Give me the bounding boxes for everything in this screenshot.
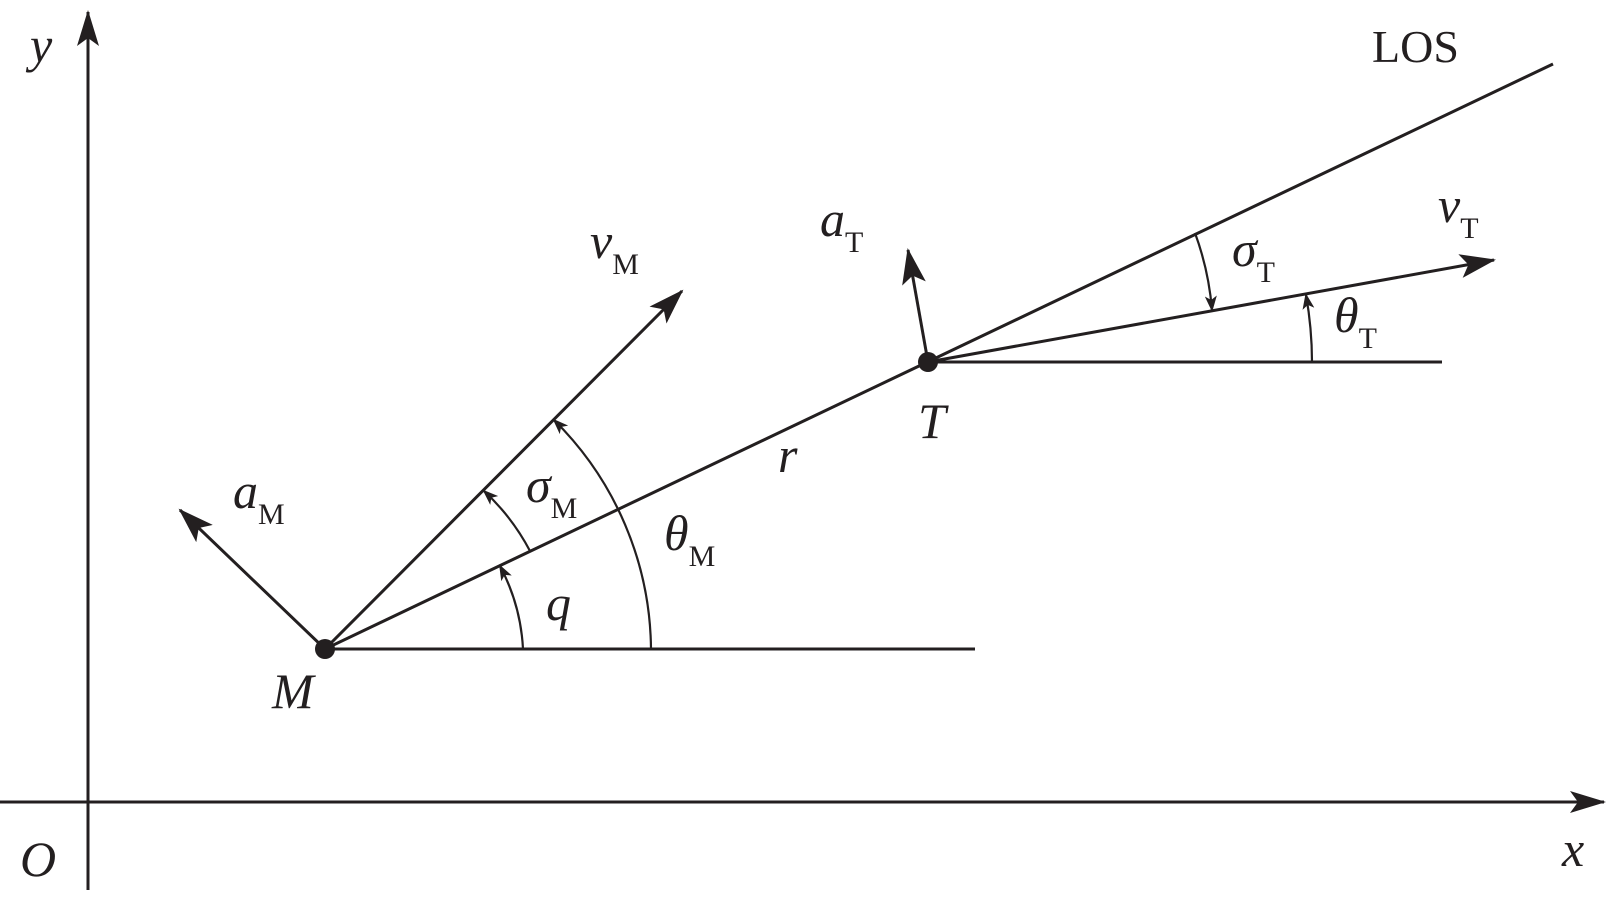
sigma-t-subscript: T: [1257, 256, 1275, 289]
q-angle-arc: [499, 564, 525, 650]
missile-label: M: [271, 663, 316, 719]
range-label: r: [778, 427, 798, 483]
target-point: [918, 352, 938, 372]
target-velocity-subscript: T: [1460, 212, 1478, 245]
y-axis-label: y: [25, 17, 53, 73]
target-acceleration-symbol: a: [820, 191, 845, 247]
origin-label: O: [20, 831, 56, 887]
theta-t-symbol: θ: [1334, 287, 1359, 343]
target-velocity-symbol: v: [1438, 177, 1461, 233]
target-velocity-label: vT: [1438, 177, 1479, 245]
sigma-m-angle-arc: [482, 489, 531, 552]
missile-acceleration-vector: [178, 508, 327, 651]
q-angle-label: q: [546, 575, 571, 631]
theta-m-subscript: M: [689, 540, 716, 573]
missile-velocity-vector: [323, 289, 684, 651]
theta-m-angle-arc: [552, 418, 653, 650]
target-acceleration-subscript: T: [845, 226, 863, 259]
theta-t-angle-label: θT: [1334, 287, 1377, 355]
target-velocity-vector: [927, 254, 1496, 364]
sigma-t-angle-label: σT: [1232, 221, 1275, 289]
x-axis-label: x: [1561, 821, 1584, 877]
missile-acceleration-label: aM: [233, 463, 285, 531]
target-acceleration-vector: [902, 248, 930, 363]
missile-acceleration-subscript: M: [258, 498, 285, 531]
missile-velocity-symbol: v: [590, 213, 613, 269]
missile-acceleration-symbol: a: [233, 463, 258, 519]
los-label: LOS: [1372, 21, 1459, 72]
theta-t-angle-arc: [1302, 293, 1315, 363]
sigma-t-symbol: σ: [1232, 221, 1259, 277]
missile-velocity-label: vM: [590, 213, 639, 281]
theta-t-subscript: T: [1359, 322, 1377, 355]
theta-m-angle-label: θM: [664, 505, 715, 573]
theta-m-symbol: θ: [664, 505, 689, 561]
missile-velocity-subscript: M: [612, 248, 639, 281]
target-label: T: [918, 393, 949, 449]
target-acceleration-label: aT: [820, 191, 863, 259]
line-of-sight: [324, 62, 1554, 651]
sigma-m-subscript: M: [551, 492, 578, 525]
sigma-m-angle-label: σM: [526, 457, 577, 525]
missile-point: [315, 639, 335, 659]
sigma-m-symbol: σ: [526, 457, 553, 513]
sigma-t-angle-arc: [1193, 232, 1217, 312]
